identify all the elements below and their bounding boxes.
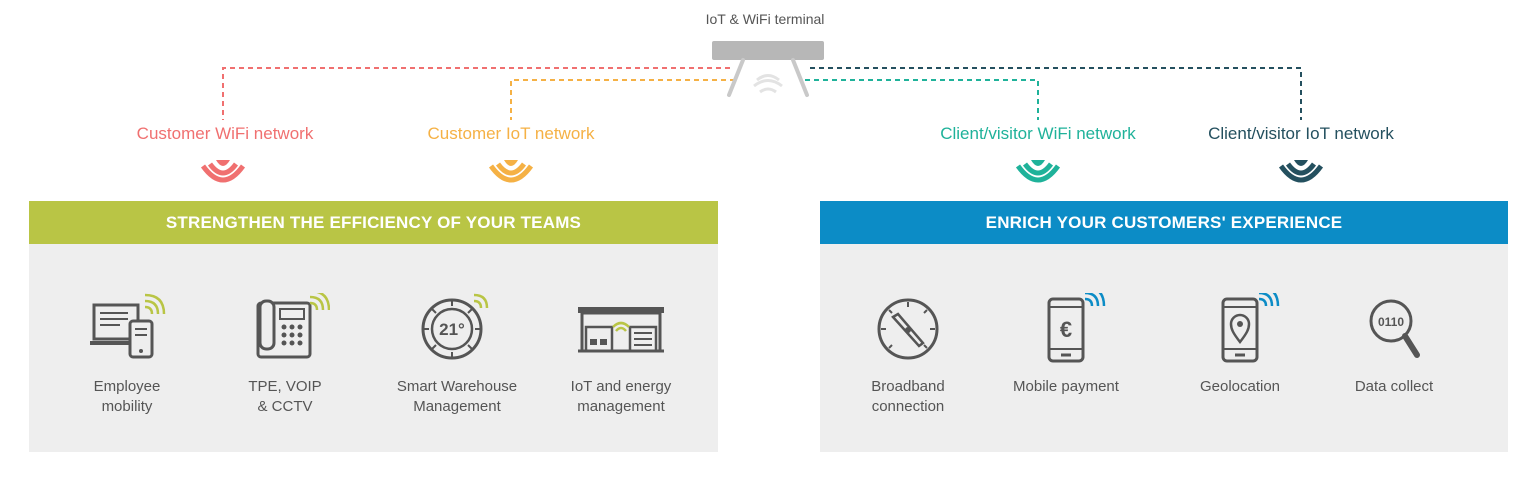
wifi-icon-visitor (1015, 160, 1061, 183)
item-geolocation: Geolocation (1165, 293, 1315, 397)
item-tpe-voip-cctv: TPE, VOIP & CCTV (210, 293, 360, 417)
mobile-payment-icon: € (1047, 293, 1106, 363)
caption-geolocation: Geolocation (1199, 378, 1281, 395)
thermostat-value: 21° (439, 320, 465, 339)
caption-employee-mobility: Employee mobility (93, 378, 161, 415)
teams-efficiency-panel: STRENGTHEN THE EFFICIENCY OF YOUR TEAMS … (29, 201, 718, 452)
item-mobile-payment: € Mobile payment (991, 293, 1141, 397)
wifi-icon-customer-iot (488, 160, 534, 183)
caption-tpe-voip-cctv: TPE, VOIP & CCTV (248, 378, 322, 415)
item-iot-energy: IoT and energy management (546, 293, 696, 417)
data-magnifier-icon: 0110 (1369, 299, 1420, 358)
customer-experience-panel: ENRICH YOUR CUSTOMERS' EXPERIENCE Broadb… (820, 201, 1508, 452)
wifi-terminal-icon (712, 41, 824, 97)
speedometer-icon (877, 298, 939, 360)
network-label-customer-wifi: Customer WiFi network (136, 124, 314, 143)
panel-title-customers: ENRICH YOUR CUSTOMERS' EXPERIENCE (820, 201, 1508, 244)
binary-digits: 0110 (1378, 315, 1404, 329)
line-visitor-iot (810, 67, 1302, 120)
panel-title-teams: STRENGTHEN THE EFFICIENCY OF YOUR TEAMS (29, 201, 718, 244)
wifi-icon-visitor-iot (1278, 160, 1324, 183)
warehouse-icon (578, 307, 664, 353)
network-label-customer-iot: Customer IoT network (427, 124, 595, 143)
item-broadband: Broadband connection (833, 293, 983, 417)
desk-phone-icon (256, 293, 330, 359)
caption-smart-warehouse: Smart Warehouse Management (396, 378, 518, 415)
item-smart-warehouse: 21° Smart Warehouse Management (382, 293, 532, 417)
network-label-visitor-iot: Client/visitor IoT network (1208, 124, 1394, 143)
line-customer-wifi (222, 67, 730, 120)
wifi-icon-customer (200, 160, 246, 183)
network-label-visitor-wifi: Client/visitor WiFi network (940, 124, 1136, 143)
euro-symbol: € (1060, 317, 1072, 342)
terminal-label: IoT & WiFi terminal (705, 11, 825, 27)
item-employee-mobility: Employee mobility (52, 293, 202, 417)
caption-data-collect: Data collect (1354, 378, 1434, 395)
item-data-collect: 0110 Data collect (1319, 293, 1469, 397)
caption-iot-energy: IoT and energy management (570, 378, 672, 415)
caption-broadband: Broadband connection (871, 378, 945, 415)
thermostat-icon: 21° (421, 293, 489, 360)
geolocation-icon (1221, 293, 1280, 363)
line-visitor-wifi (805, 79, 1039, 120)
devices-icon (90, 293, 166, 359)
caption-mobile-payment: Mobile payment (1013, 378, 1119, 395)
line-customer-iot (510, 79, 735, 120)
